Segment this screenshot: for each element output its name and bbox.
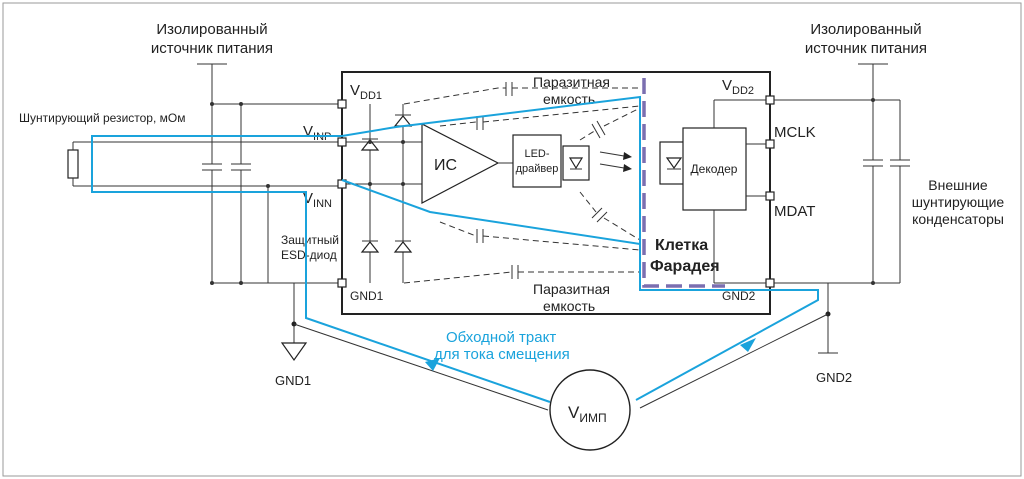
vinp-label: VINP xyxy=(303,123,331,143)
shunt-label: Шунтирующий резистор, мОм xyxy=(19,111,185,125)
bypass-wire-right xyxy=(639,313,829,409)
led-label-line1: LED- xyxy=(524,148,549,160)
esd-label-line1: Защитный xyxy=(281,233,339,247)
esd-diodes xyxy=(346,104,422,283)
ext-caps-line1: Внешние xyxy=(928,177,988,193)
decoder-label: Декодер xyxy=(691,162,738,176)
mdat-label: MDAT xyxy=(774,203,815,220)
vimp-source xyxy=(549,369,631,451)
vdd2-label: VDD2 xyxy=(722,77,754,97)
iso-right-line2: источник питания xyxy=(805,40,927,57)
vimp-label: VИМП xyxy=(568,403,607,425)
right-isolated-supply: Изолированный источник питания xyxy=(805,21,927,100)
mclk-label: MCLK xyxy=(774,124,816,141)
right-rails xyxy=(774,98,910,285)
ic-amplifier: ИС xyxy=(421,123,513,204)
led-label-line2: драйвер xyxy=(516,163,559,175)
bypass-line1: Обходной тракт xyxy=(446,329,556,346)
parasitic-top-line1: Паразитная xyxy=(533,74,610,90)
left-isolated-supply: Изолированный источник питания xyxy=(151,21,273,104)
parasitic-bottom-line2: емкость xyxy=(543,298,595,314)
faraday-cage xyxy=(642,78,725,288)
gnd2-label: GND2 xyxy=(816,370,852,385)
gnd2-pin-label: GND2 xyxy=(722,289,756,303)
parasitic-top-line2: емкость xyxy=(543,91,595,107)
parasitic-bottom-line1: Паразитная xyxy=(533,281,610,297)
ground-right: GND2 xyxy=(816,283,852,385)
ic-label: ИС xyxy=(434,157,457,174)
iso-left-line2: источник питания xyxy=(151,40,273,57)
faraday-line2: Фарадея xyxy=(650,258,720,275)
bypass-line2: для тока смещения xyxy=(434,346,570,363)
vdd1-label: VDD1 xyxy=(350,82,382,102)
bypass-current-path xyxy=(91,95,819,403)
gnd1-label: GND1 xyxy=(275,373,311,388)
vinn-label: VINN xyxy=(303,190,332,210)
iso-right-line1: Изолированный xyxy=(810,21,921,38)
iso-left-line1: Изолированный xyxy=(156,21,267,38)
shunt-resistor: Шунтирующий резистор, мОм xyxy=(19,111,342,283)
decoder: Декодер xyxy=(659,99,766,284)
gnd1-pin-label: GND1 xyxy=(350,289,384,303)
bypass-wire-left xyxy=(293,323,549,411)
ext-caps-line3: конденсаторы xyxy=(912,211,1004,227)
led-driver: LED- драйвер xyxy=(512,134,632,188)
faraday-line1: Клетка xyxy=(655,237,708,254)
ext-caps-line2: шунтирующие xyxy=(912,194,1005,210)
esd-label-line2: ESD-диод xyxy=(281,248,337,262)
parasitic-capacitances xyxy=(403,82,641,284)
left-rails xyxy=(202,102,342,285)
